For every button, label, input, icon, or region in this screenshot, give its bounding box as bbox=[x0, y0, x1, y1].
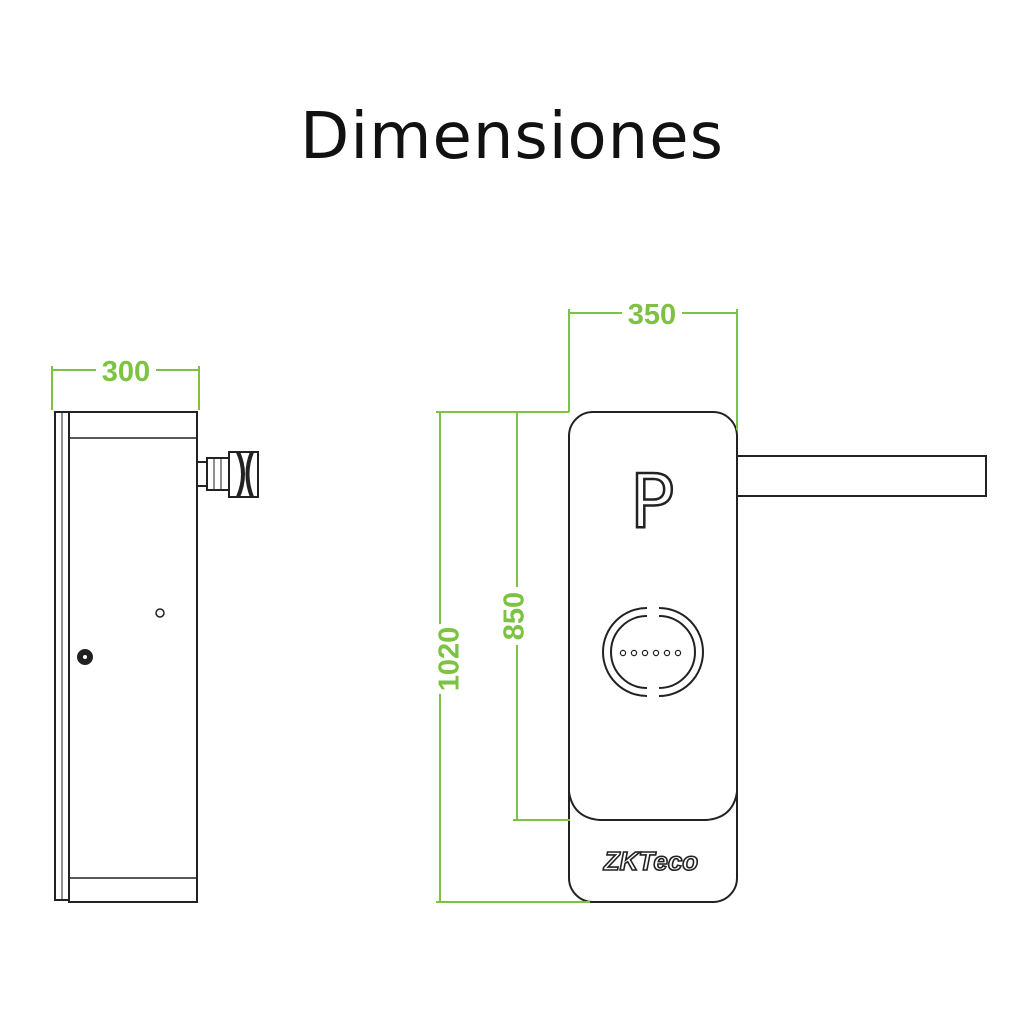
reader-leds bbox=[619, 649, 682, 657]
reader-led bbox=[652, 649, 660, 657]
panel-height-label: 850 bbox=[499, 592, 531, 640]
reader-led bbox=[663, 649, 671, 657]
screw-icon bbox=[155, 608, 165, 618]
front-width-dimension bbox=[568, 309, 738, 430]
arm-clamp-right-jaw bbox=[245, 451, 254, 498]
boom-arm bbox=[737, 455, 987, 497]
reader-led bbox=[641, 649, 649, 657]
panel-height-dimension bbox=[513, 412, 570, 821]
page-title: Dimensiones bbox=[300, 100, 724, 174]
arm-mount-base bbox=[196, 461, 208, 487]
card-reader-icon bbox=[602, 607, 704, 697]
arm-clamp-left-jaw bbox=[236, 451, 245, 498]
side-width-dimension bbox=[51, 366, 200, 410]
lock-keyhole bbox=[83, 655, 87, 659]
reader-ring-right-inner bbox=[658, 615, 696, 689]
front-width-label: 350 bbox=[628, 299, 676, 331]
reader-led bbox=[619, 649, 627, 657]
side-width-label: 300 bbox=[102, 356, 150, 388]
arm-clamp-outer bbox=[228, 451, 259, 498]
total-height-label: 1020 bbox=[434, 627, 466, 692]
reader-ring-left-inner bbox=[610, 615, 648, 689]
brand-logo: ZKTeco bbox=[603, 846, 698, 876]
arm-mount-collar bbox=[206, 457, 230, 491]
reader-led bbox=[674, 649, 682, 657]
front-panel-edge bbox=[568, 791, 738, 821]
front-view bbox=[568, 411, 987, 903]
reader-ring-left-outer bbox=[602, 607, 648, 697]
total-height-dimension bbox=[436, 411, 590, 903]
reader-led bbox=[630, 649, 638, 657]
side-view bbox=[54, 411, 259, 903]
parking-sign: P bbox=[630, 459, 675, 545]
front-housing bbox=[568, 411, 738, 903]
side-main-body bbox=[68, 411, 198, 903]
reader-ring-right-outer bbox=[658, 607, 704, 697]
